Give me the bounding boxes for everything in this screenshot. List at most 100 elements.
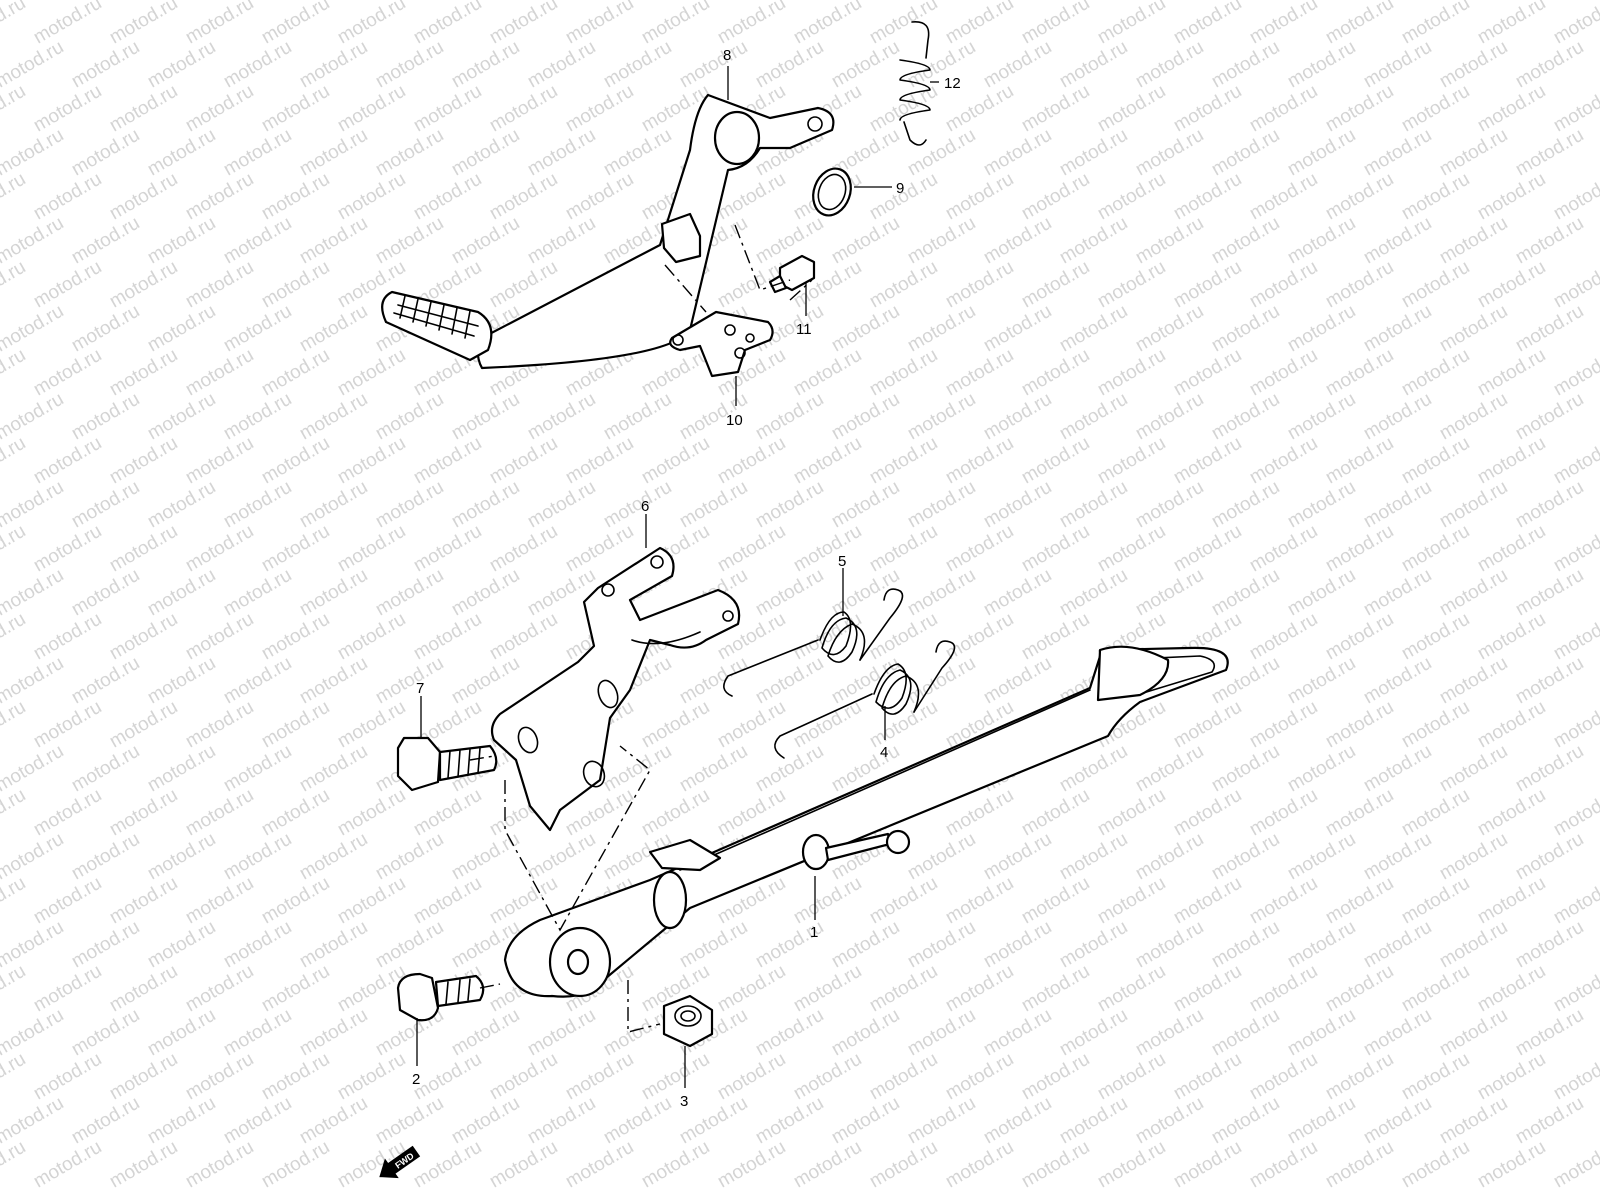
watermark-text: motod.ru (1170, 0, 1245, 48)
watermark-text: motod.ru (752, 1005, 827, 1061)
watermark-text: motod.ru (1170, 873, 1245, 929)
watermark-text: motod.ru (220, 477, 295, 533)
watermark-text: motod.ru (1512, 1005, 1587, 1061)
watermark-text: motod.ru (790, 1049, 865, 1105)
watermark-text: motod.ru (220, 37, 295, 93)
watermark-text: motod.ru (106, 257, 181, 313)
watermark-text: motod.ru (258, 873, 333, 929)
watermark-text: motod.ru (676, 653, 751, 709)
watermark-text: motod.ru (866, 521, 941, 577)
assembly-line (469, 755, 495, 761)
watermark-text: motod.ru (1512, 1093, 1587, 1149)
watermark-text: motod.ru (790, 961, 865, 1017)
assembly-line (627, 980, 661, 1033)
watermark-text: motod.ru (866, 1137, 941, 1193)
watermark-text: motod.ru (904, 477, 979, 533)
watermark-text: motod.ru (144, 1005, 219, 1061)
watermark-text: motod.ru (524, 829, 599, 885)
washer-part-9 (812, 167, 852, 217)
assembly-line (504, 745, 651, 932)
watermark-text: motod.ru (1246, 609, 1321, 665)
watermark-text: motod.ru (600, 389, 675, 445)
pedal-bracket-part-10 (669, 310, 774, 378)
watermark-text: motod.ru (410, 609, 485, 665)
watermark-text: motod.ru (942, 609, 1017, 665)
watermark-text: motod.ru (296, 653, 371, 709)
watermark-text: motod.ru (1398, 521, 1473, 577)
watermark-text: motod.ru (68, 741, 143, 797)
bolt-part-11 (768, 254, 816, 294)
watermark-text: motod.ru (1436, 213, 1511, 269)
watermark-text: motod.ru (68, 917, 143, 973)
watermark-text: motod.ru (486, 81, 561, 137)
watermark-text: motod.ru (1132, 125, 1207, 181)
watermark-text: motod.ru (1398, 785, 1473, 841)
watermark-text: motod.ru (1436, 125, 1511, 181)
watermark-text: motod.ru (1322, 961, 1397, 1017)
watermark-text: motod.ru (448, 653, 523, 709)
watermark-text: motod.ru (942, 0, 1017, 48)
watermark-text: motod.ru (106, 433, 181, 489)
watermark-text: motod.ru (0, 477, 67, 533)
watermark-text: motod.ru (714, 521, 789, 577)
watermark-text: motod.ru (828, 917, 903, 973)
callout-3: 3 (680, 1093, 688, 1110)
pivot-bolt-part-2 (396, 972, 485, 1022)
watermark-text: motod.ru (30, 345, 105, 401)
watermark-text: motod.ru (1170, 257, 1245, 313)
watermark-text: motod.ru (828, 477, 903, 533)
watermark-text: motod.ru (0, 697, 29, 753)
watermark-text: motod.ru (752, 1093, 827, 1149)
watermark-text: motod.ru (676, 477, 751, 533)
watermark-text: motod.ru (1284, 1093, 1359, 1149)
watermark-text: motod.ru (676, 37, 751, 93)
watermark-text: motod.ru (106, 0, 181, 48)
watermark-text: motod.ru (1246, 873, 1321, 929)
watermark-text: motod.ru (904, 653, 979, 709)
watermark-text: motod.ru (296, 917, 371, 973)
watermark-text: motod.ru (1322, 521, 1397, 577)
watermark-text: motod.ru (714, 433, 789, 489)
watermark-text: motod.ru (1512, 301, 1587, 357)
watermark-text: motod.ru (1246, 169, 1321, 225)
callout-4: 4 (880, 744, 888, 761)
watermark-text: motod.ru (942, 1137, 1017, 1193)
watermark-text: motod.ru (144, 917, 219, 973)
watermark-text: motod.ru (296, 37, 371, 93)
watermark-text: motod.ru (0, 433, 29, 489)
watermark-text: motod.ru (448, 37, 523, 93)
watermark-text: motod.ru (182, 0, 257, 48)
watermark-text: motod.ru (1436, 301, 1511, 357)
watermark-text: motod.ru (1474, 1137, 1549, 1193)
watermark-text: motod.ru (486, 1137, 561, 1193)
side-stand-part-1 (503, 645, 1229, 998)
watermark-text: motod.ru (448, 1005, 523, 1061)
watermark-text: motod.ru (942, 257, 1017, 313)
watermark-text: motod.ru (942, 521, 1017, 577)
watermark-text: motod.ru (144, 477, 219, 533)
watermark-text: motod.ru (600, 1093, 675, 1149)
watermark-text: motod.ru (258, 785, 333, 841)
watermark-text: motod.ru (220, 389, 295, 445)
watermark-text: motod.ru (1284, 389, 1359, 445)
watermark-text: motod.ru (106, 697, 181, 753)
watermark-text: motod.ru (752, 565, 827, 621)
watermark-text: motod.ru (1170, 345, 1245, 401)
watermark-text: motod.ru (1398, 433, 1473, 489)
watermark-text: motod.ru (1436, 653, 1511, 709)
watermark-text: motod.ru (1246, 785, 1321, 841)
watermark-text: motod.ru (0, 829, 67, 885)
watermark-text: motod.ru (106, 1049, 181, 1105)
watermark-text: motod.ru (144, 125, 219, 181)
assembly-line (789, 279, 813, 301)
watermark-text: motod.ru (600, 741, 675, 797)
watermark-text: motod.ru (1474, 345, 1549, 401)
watermark-text: motod.ru (1360, 741, 1435, 797)
watermark-text: motod.ru (828, 37, 903, 93)
watermark-text: motod.ru (600, 477, 675, 533)
watermark-text: motod.ru (372, 653, 447, 709)
watermark-text: motod.ru (1398, 169, 1473, 225)
watermark-text: motod.ru (182, 1049, 257, 1105)
watermark-text: motod.ru (0, 653, 67, 709)
